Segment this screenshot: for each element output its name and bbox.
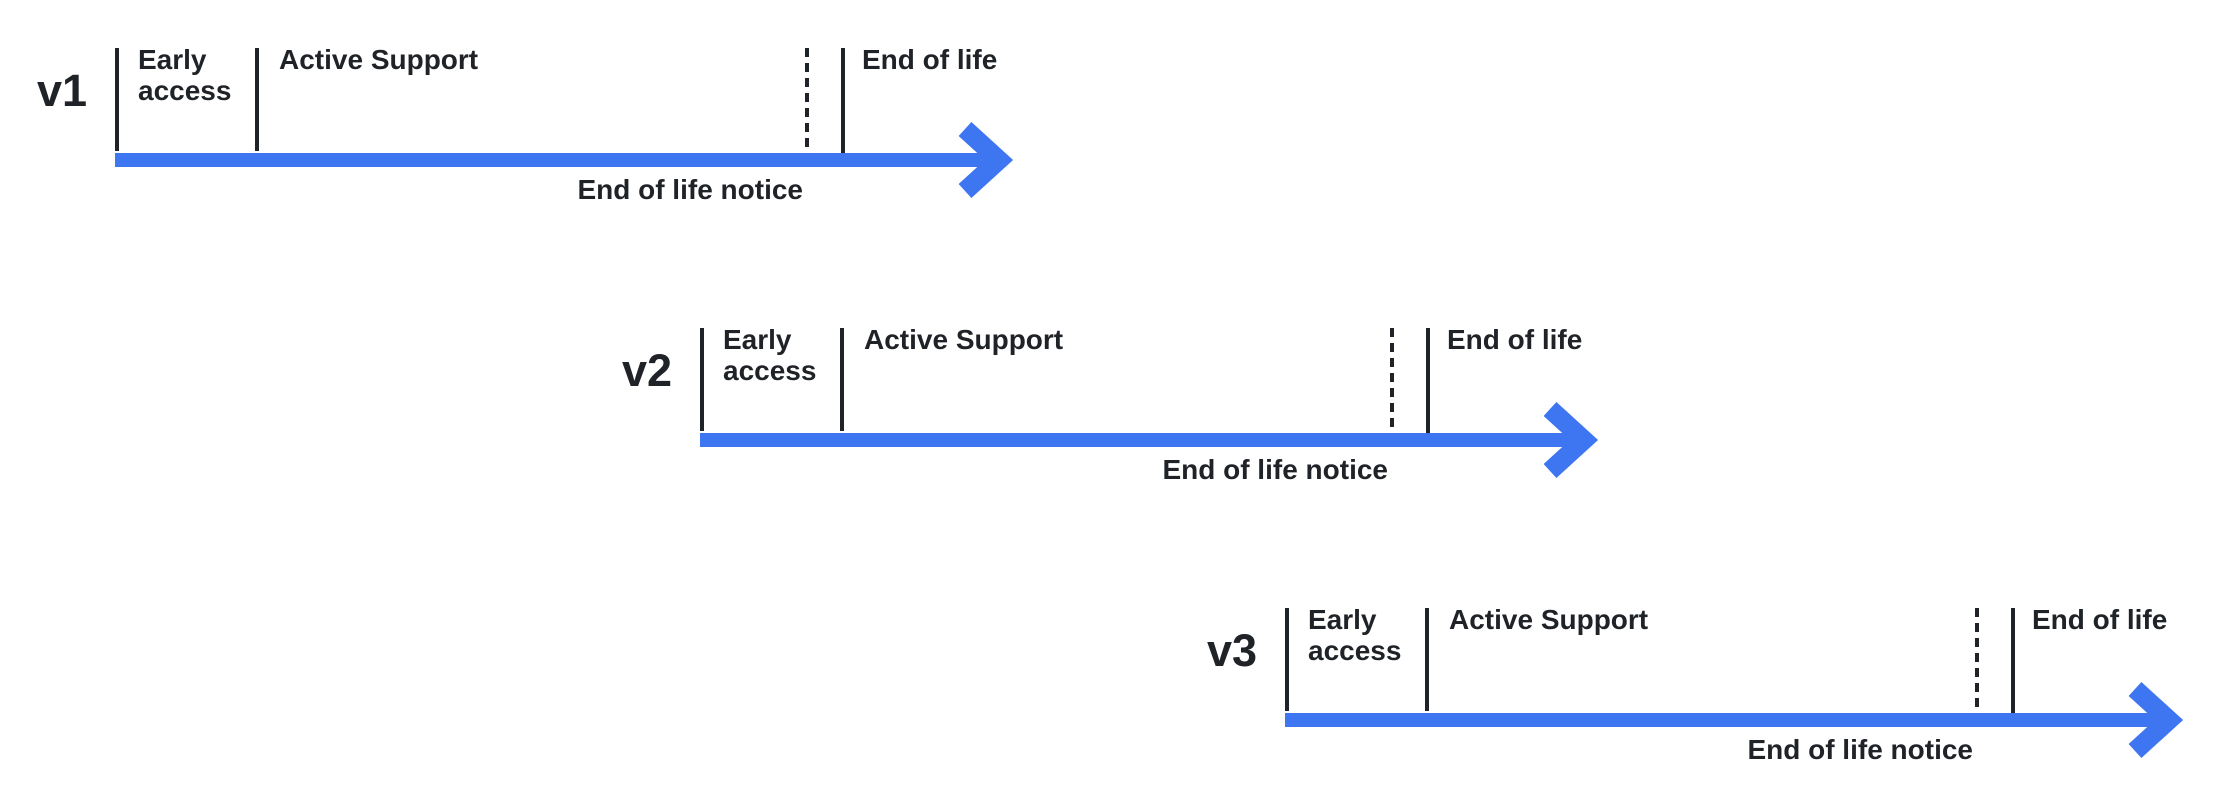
early-access-start-tick — [115, 48, 119, 151]
timeline-v2: v2 Early access Active Support End of li… — [622, 324, 1622, 543]
early-access-start-tick — [1285, 608, 1289, 711]
end-of-life-label: End of life — [862, 44, 998, 75]
active-support-label: Active Support — [1449, 604, 1649, 635]
end-of-life-tick — [2011, 608, 2015, 713]
end-of-life-label: End of life — [1447, 324, 1583, 355]
active-support-label: Active Support — [279, 44, 479, 75]
timeline-arrow — [115, 121, 1014, 199]
version-label: v2 — [621, 345, 672, 396]
eol-notice-dashed-tick — [1390, 328, 1394, 428]
early-access-start-tick — [700, 328, 704, 431]
timeline-arrow — [700, 401, 1599, 479]
early-access-label: Early access — [138, 44, 232, 106]
version-label: v3 — [1206, 625, 1257, 676]
eol-notice-dashed-tick — [1975, 608, 1979, 708]
active-support-start-tick — [255, 48, 259, 151]
end-of-life-tick — [1426, 328, 1430, 433]
early-access-label: Early access — [1308, 604, 1402, 666]
active-support-start-tick — [840, 328, 844, 431]
timeline-arrow — [1285, 681, 2184, 759]
end-of-life-notice-label: End of life notice — [1162, 454, 1388, 485]
version-label: v1 — [36, 65, 87, 116]
end-of-life-tick — [841, 48, 845, 153]
end-of-life-label: End of life — [2032, 604, 2168, 635]
timeline-v3: v3 Early access Active Support End of li… — [1207, 604, 2207, 812]
active-support-start-tick — [1425, 608, 1429, 711]
eol-notice-dashed-tick — [805, 48, 809, 148]
active-support-label: Active Support — [864, 324, 1064, 355]
end-of-life-notice-label: End of life notice — [1747, 734, 1973, 765]
end-of-life-notice-label: End of life notice — [577, 174, 803, 205]
early-access-label: Early access — [723, 324, 817, 386]
timeline-v1: v1 Early access Active Support End of li… — [37, 44, 1037, 263]
